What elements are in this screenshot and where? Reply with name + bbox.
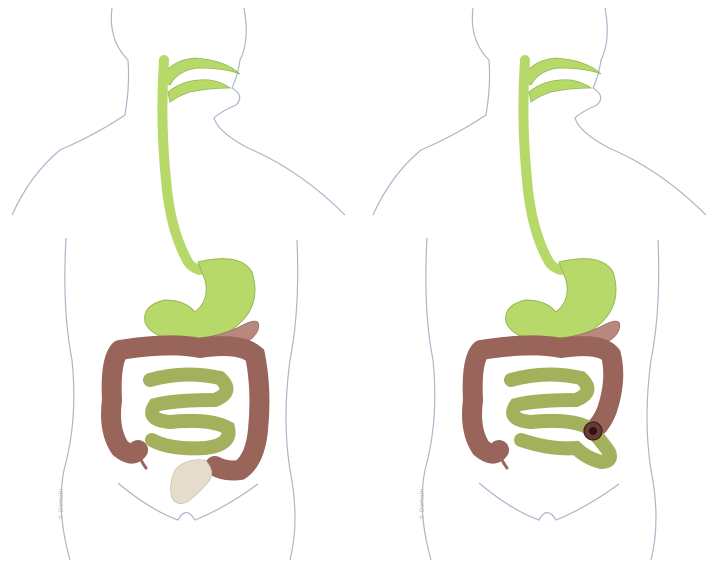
stoma-opening [589, 427, 597, 435]
rectum [171, 460, 212, 504]
digestive-illustration-left [0, 0, 361, 573]
small-intestine [150, 374, 229, 448]
mouth [168, 80, 230, 102]
copyright-label: © Domain [419, 489, 426, 520]
pelvis-outline [479, 483, 619, 520]
digestive-illustration-right [361, 0, 722, 573]
digestive-figure-right: © Domain [361, 0, 722, 573]
mouth [529, 80, 591, 102]
copyright-label: © Domain [58, 489, 65, 520]
digestive-figure-left: © Domain [0, 0, 361, 573]
